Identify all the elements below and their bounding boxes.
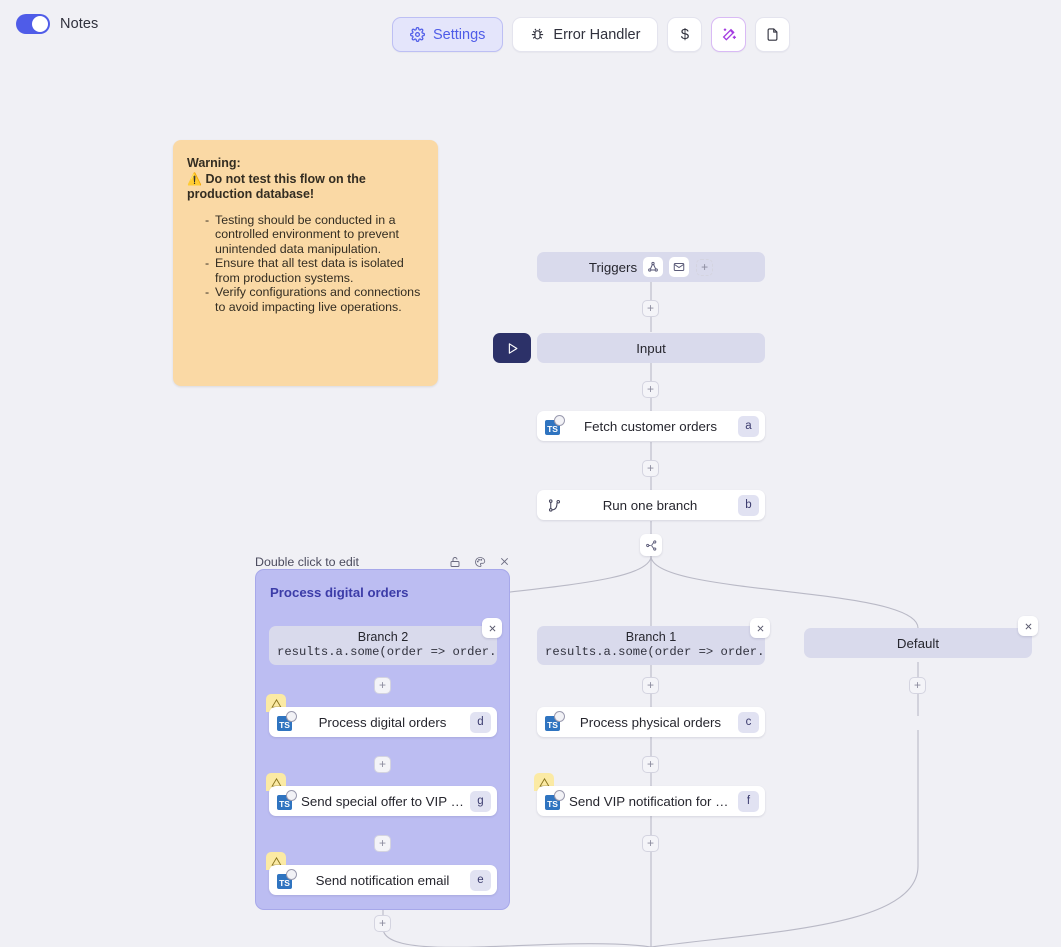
magic-wand-icon [721, 27, 737, 43]
node-process-physical-orders[interactable]: TS Process physical orders c [537, 707, 765, 737]
branch-code: results.a.some(order => order.type [545, 645, 765, 659]
branch-icon [547, 498, 562, 513]
node-send-special-offer[interactable]: TS Send special offer to VIP digital c..… [269, 786, 497, 816]
settings-label: Settings [433, 26, 486, 43]
node-tag: d [470, 711, 491, 733]
note-title: Warning: [187, 156, 241, 170]
group-header[interactable]: Double click to edit [255, 553, 510, 570]
node-label: Fetch customer orders [583, 418, 717, 434]
branch-split-icon[interactable] [640, 534, 662, 556]
gear-icon [410, 27, 425, 42]
branch-condition-branch-2[interactable]: Branch 2 results.a.some(order => order.t… [269, 626, 497, 665]
typescript-icon: TS [277, 790, 297, 810]
node-process-digital-orders[interactable]: TS Process digital orders d [269, 707, 497, 737]
settings-button[interactable]: Settings [392, 17, 504, 52]
warning-note[interactable]: Warning: ⚠️ Do not test this flow on the… [173, 140, 438, 386]
add-node-button[interactable]: + [642, 460, 659, 477]
run-flow-button[interactable] [493, 333, 531, 363]
add-node-button[interactable]: + [642, 381, 659, 398]
file-icon [765, 27, 780, 42]
note-heading: Warning: ⚠️ Do not test this flow on the… [187, 156, 424, 203]
node-label: Process digital orders [318, 714, 447, 730]
bug-icon [530, 27, 545, 42]
flow-canvas[interactable]: Warning: ⚠️ Do not test this flow on the… [0, 66, 1061, 947]
note-headline: Do not test this flow on the production … [187, 171, 366, 202]
toolbar-buttons: Settings Error Handler $ [392, 17, 791, 52]
add-node-button[interactable]: + [642, 677, 659, 694]
node-run-one-branch[interactable]: Run one branch b [537, 490, 765, 520]
node-tag: a [738, 415, 759, 437]
error-handler-label: Error Handler [553, 26, 641, 43]
node-tag: b [738, 494, 759, 516]
notes-label: Notes [60, 16, 99, 32]
branch-name: Branch 2 [357, 630, 409, 644]
warning-emoji-icon: ⚠️ [187, 171, 202, 186]
add-node-button[interactable]: + [374, 756, 391, 773]
add-node-button[interactable]: + [642, 756, 659, 773]
add-node-button[interactable]: + [642, 835, 659, 852]
notes-toggle-group[interactable]: Notes [16, 14, 98, 34]
typescript-icon: TS [545, 711, 565, 731]
docs-button[interactable] [755, 17, 791, 52]
email-icon[interactable] [669, 257, 690, 277]
group-process-digital-orders[interactable] [255, 569, 510, 910]
typescript-icon: TS [277, 711, 297, 731]
node-label: Process physical orders [579, 714, 722, 730]
branch-code: results.a.some(order => order.type [277, 645, 497, 659]
node-tag: g [470, 790, 491, 812]
node-send-vip-notification[interactable]: TS Send VIP notification for physical...… [537, 786, 765, 816]
node-input[interactable]: Input [537, 333, 765, 363]
typescript-icon: TS [545, 415, 565, 435]
remove-branch-button[interactable] [750, 618, 770, 638]
remove-branch-button[interactable] [482, 618, 502, 638]
play-icon [505, 341, 520, 356]
list-item: Testing should be conducted in a control… [205, 213, 424, 257]
remove-branch-button[interactable] [1018, 616, 1038, 636]
note-bullets: Testing should be conducted in a control… [205, 213, 424, 315]
dollar-icon: $ [680, 26, 690, 43]
node-label: Send special offer to VIP digital c... [301, 793, 470, 809]
list-item: Ensure that all test data is isolated fr… [205, 256, 424, 285]
typescript-icon: TS [545, 790, 565, 810]
cost-button[interactable]: $ [667, 17, 703, 52]
branch-name: Default [896, 635, 940, 651]
group-edit-hint: Double click to edit [255, 554, 359, 569]
top-toolbar: Notes Settings Erro [0, 0, 1061, 66]
node-send-notification-email[interactable]: TS Send notification email e [269, 865, 497, 895]
group-title: Process digital orders [270, 585, 409, 600]
notes-toggle[interactable] [16, 14, 50, 34]
toggle-knob [32, 16, 48, 32]
add-node-button[interactable]: + [374, 915, 391, 932]
list-item: Verify configurations and connections to… [205, 285, 424, 314]
webhook-icon[interactable] [643, 257, 664, 277]
magic-button[interactable] [711, 17, 747, 52]
input-label: Input [636, 340, 666, 356]
flow-edges [382, 282, 919, 947]
lock-open-icon[interactable] [449, 556, 461, 568]
add-node-button[interactable]: + [909, 677, 926, 694]
add-node-button[interactable]: + [642, 300, 659, 317]
branch-name: Branch 1 [625, 630, 677, 644]
node-tag: e [470, 869, 491, 891]
node-tag: c [738, 711, 759, 733]
node-triggers[interactable]: Triggers + [537, 252, 765, 282]
branch-condition-branch-1[interactable]: Branch 1 results.a.some(order => order.t… [537, 626, 765, 665]
add-node-button[interactable]: + [374, 677, 391, 694]
triggers-label: Triggers [588, 259, 638, 275]
palette-icon[interactable] [474, 556, 486, 568]
branch-condition-default[interactable]: Default [804, 628, 1032, 658]
error-handler-button[interactable]: Error Handler [512, 17, 659, 52]
typescript-icon: TS [277, 869, 297, 889]
add-trigger-button[interactable]: + [696, 258, 714, 276]
node-label: Send notification email [315, 872, 450, 888]
close-icon[interactable] [499, 556, 510, 567]
node-label: Run one branch [602, 497, 698, 513]
add-node-button[interactable]: + [374, 835, 391, 852]
node-tag: f [738, 790, 759, 812]
node-label: Send VIP notification for physical... [569, 793, 738, 809]
node-fetch-customer-orders[interactable]: TS Fetch customer orders a [537, 411, 765, 441]
